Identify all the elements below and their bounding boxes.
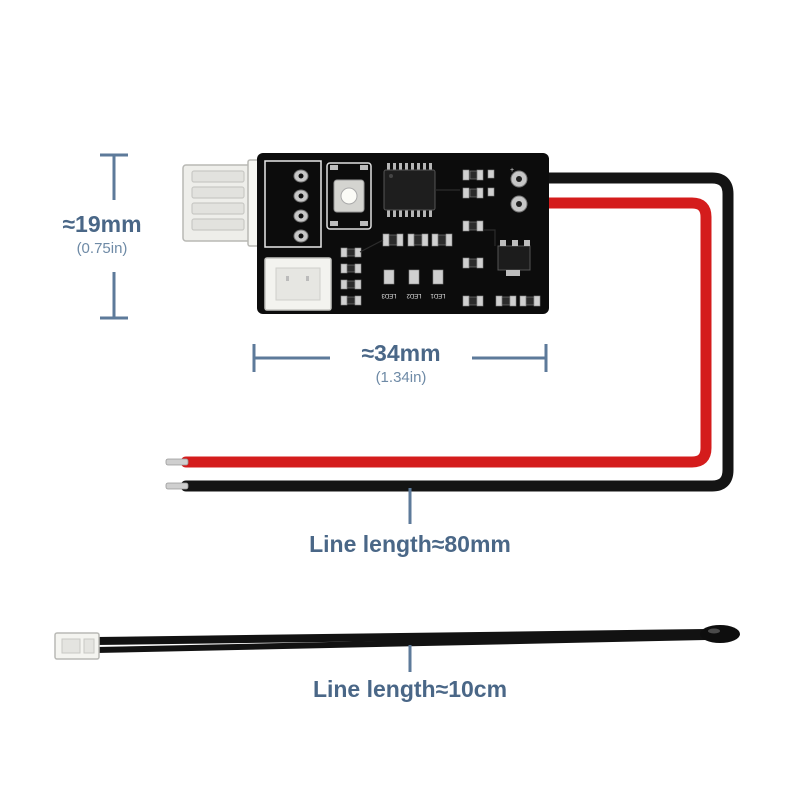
smd-components-top-right — [462, 169, 495, 199]
smd-components-left — [340, 247, 362, 306]
power-line-length-label: Line length≈80mm — [309, 531, 511, 557]
voltage-regulator — [497, 240, 531, 276]
svg-text:+: + — [510, 167, 514, 174]
width-dimension-label: ≈34mm — [361, 340, 441, 366]
four-pin-fan-connector — [182, 159, 269, 247]
thermistor-probe — [54, 625, 740, 660]
status-leds — [383, 269, 444, 285]
height-dimension-label: ≈19mm — [62, 211, 142, 237]
ic-chip — [383, 163, 436, 217]
height-dimension-marker — [100, 153, 128, 320]
width-dimension-sublabel: (1.34in) — [375, 369, 427, 386]
smd-components-middle — [382, 220, 484, 247]
probe-line-length-label: Line length≈10cm — [312, 676, 508, 702]
width-dimension-marker — [252, 344, 548, 372]
smd-components-bottom-right — [462, 257, 541, 307]
wire-solder-pads: + — [510, 167, 528, 213]
svg-text:LED3: LED3 — [381, 292, 397, 298]
height-dimension-sublabel: (0.75in) — [76, 240, 128, 257]
svg-text:LED1: LED1 — [430, 292, 446, 298]
wire-tinned-ends — [165, 458, 189, 490]
tactile-button — [326, 162, 372, 230]
svg-text:LED2: LED2 — [406, 292, 422, 298]
pcb-traces — [359, 189, 496, 253]
two-pin-probe-connector — [264, 257, 332, 311]
power-lead-wires — [180, 172, 734, 492]
led-silkscreen-labels: LED3 LED2 LED1 — [381, 292, 446, 298]
